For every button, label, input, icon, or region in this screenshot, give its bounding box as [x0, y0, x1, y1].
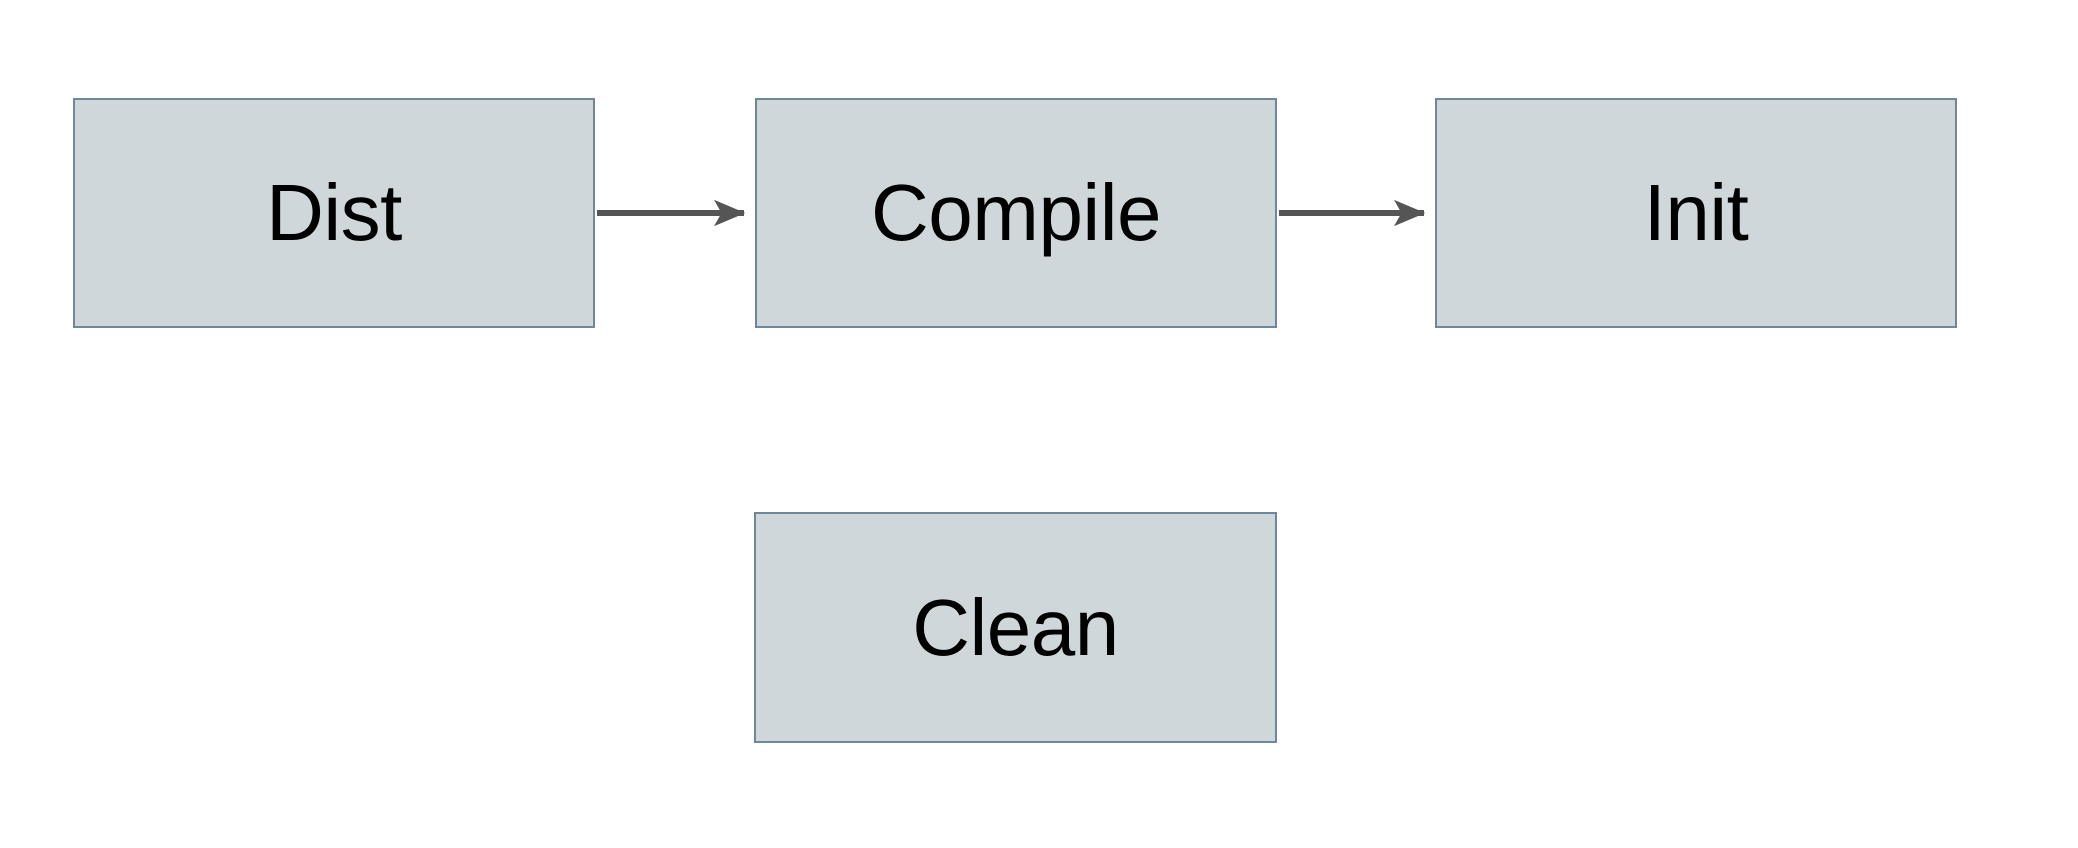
- node-compile-label: Compile: [871, 168, 1161, 257]
- node-init[interactable]: Init: [1435, 98, 1957, 328]
- node-compile[interactable]: Compile: [755, 98, 1277, 328]
- node-clean-label: Clean: [912, 582, 1119, 672]
- node-dist[interactable]: Dist: [73, 98, 595, 328]
- node-init-label: Init: [1643, 168, 1749, 257]
- edge-hitbox-dist-to-compile[interactable]: [597, 196, 753, 230]
- node-dist-label: Dist: [266, 168, 402, 257]
- node-clean[interactable]: Clean: [754, 512, 1277, 743]
- edge-hitbox-compile-to-init[interactable]: [1279, 196, 1433, 230]
